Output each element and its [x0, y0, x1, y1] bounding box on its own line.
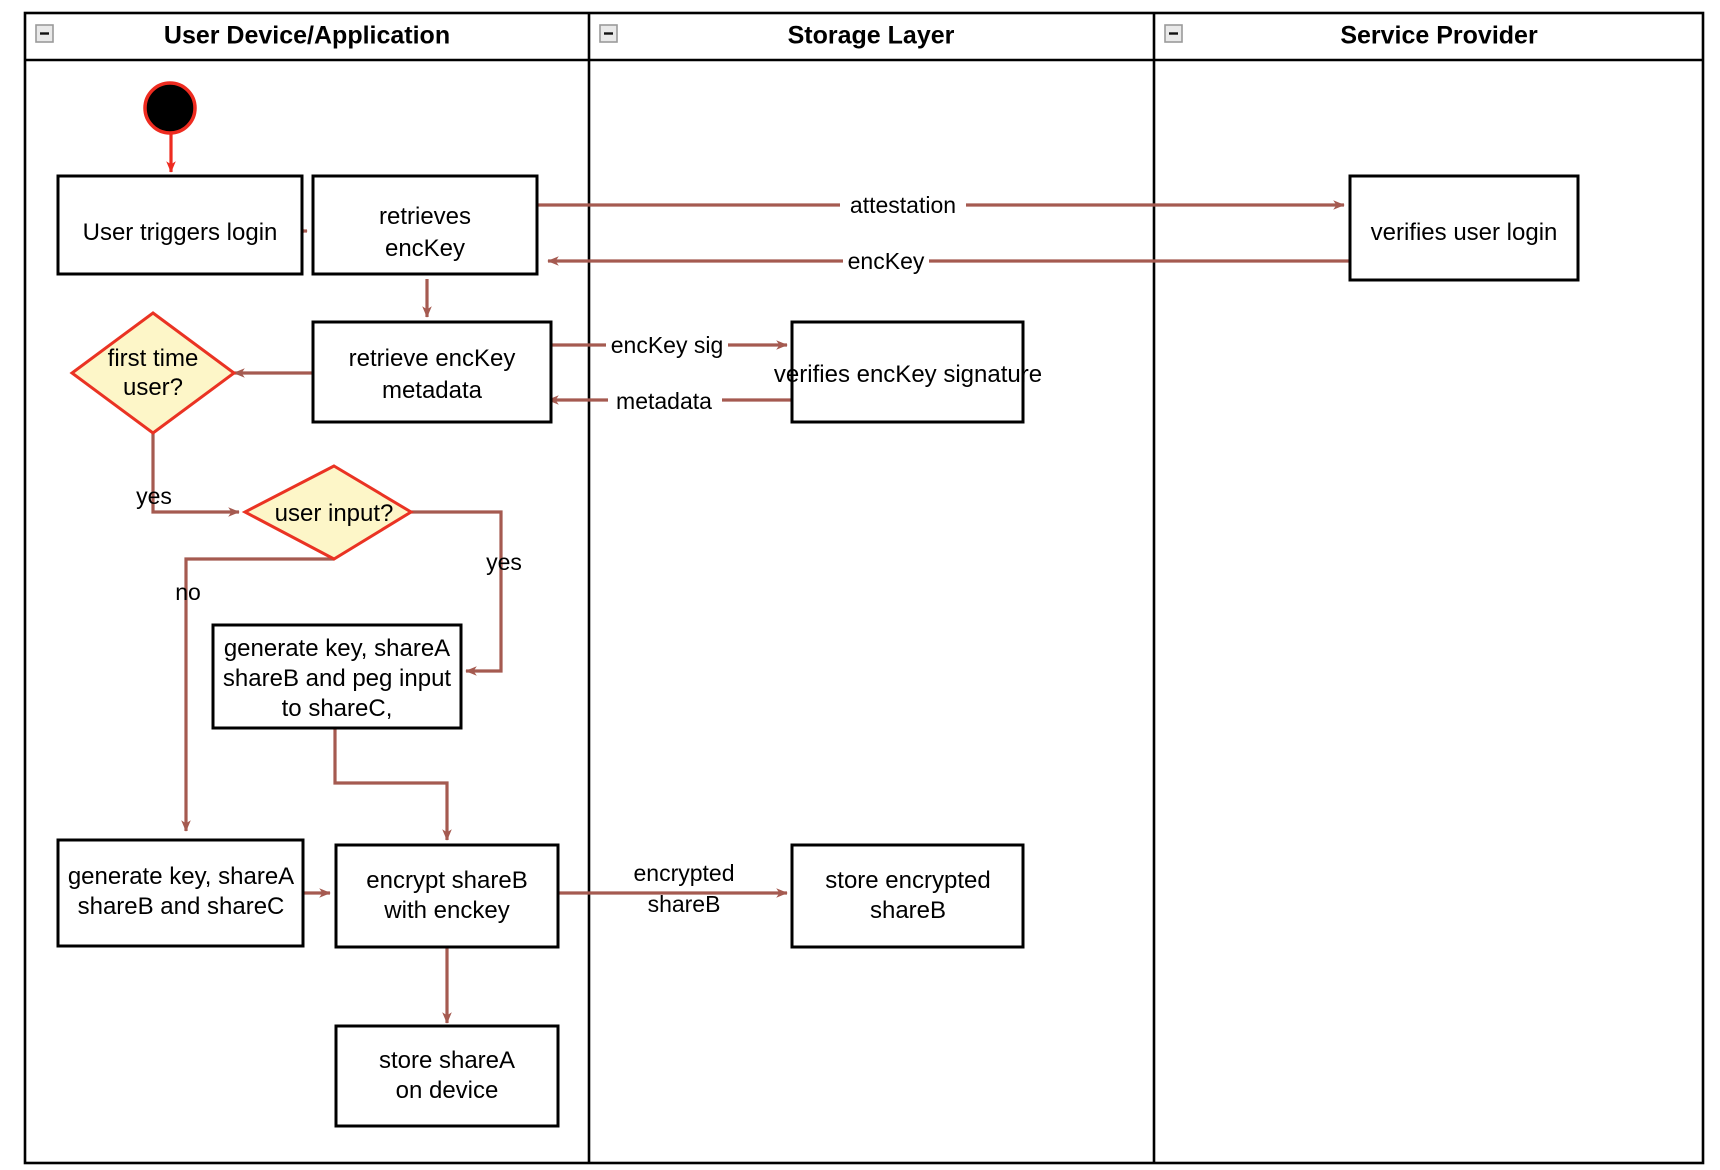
action-label-line1: generate key, shareA	[68, 863, 294, 890]
action-store-encrypted-shareb[interactable]: store encrypted shareB	[790, 843, 1025, 949]
collapse-minus-icon[interactable]	[1164, 24, 1183, 43]
action-user-triggers-login[interactable]: User triggers login	[56, 174, 304, 276]
flow-yes-to-userinput	[151, 415, 240, 517]
decision-label: user input?	[275, 500, 394, 527]
action-label-line2: shareB and shareC	[78, 893, 285, 920]
action-label: verifies user login	[1371, 219, 1558, 246]
action-label-line1: retrieves	[379, 203, 471, 230]
action-label-line2: with enckey	[383, 897, 509, 924]
action-generate-abc[interactable]: generate key, shareA shareB and shareC	[56, 838, 305, 948]
edge-label-metadata: metadata	[616, 388, 712, 414]
edge-label-attestation: attestation	[850, 192, 956, 218]
action-retrieve-enckey-metadata[interactable]: retrieve encKey metadata	[311, 320, 553, 424]
action-label: User triggers login	[83, 219, 278, 246]
edge-label-encrypted-line2: shareB	[648, 891, 721, 917]
edge-label-enckey: encKey	[848, 248, 925, 274]
edge-label-enckey-sig: encKey sig	[611, 332, 724, 358]
flow-userinput-no	[181, 557, 334, 832]
action-label-line2: on device	[396, 1077, 499, 1104]
decision-label-line2: user?	[123, 374, 183, 401]
edge-label-encrypted-line1: encrypted	[633, 860, 734, 886]
action-label-line1: encrypt shareB	[366, 867, 527, 894]
decision-label-line1: first time	[108, 345, 199, 372]
label-bg	[843, 248, 929, 274]
action-encrypt-shareb[interactable]: encrypt shareB with enckey	[334, 843, 560, 949]
collapse-minus-icon[interactable]	[599, 24, 618, 43]
edge-label-yes-first-time: yes	[136, 483, 172, 509]
collapse-minus-icon[interactable]	[35, 24, 54, 43]
action-label-line2: metadata	[382, 377, 483, 404]
action-retrieves-enckey[interactable]: retrieves encKey	[311, 174, 539, 276]
lane-title-user-device: User Device/Application	[164, 22, 450, 50]
action-generate-peg[interactable]: generate key, shareA shareB and peg inpu…	[211, 623, 463, 730]
edge-label-yes-user-input: yes	[486, 549, 522, 575]
flow-userinput-yes	[411, 510, 503, 676]
action-label-line1: generate key, shareA	[224, 635, 450, 662]
label-bg	[608, 388, 722, 414]
decision-user-input[interactable]: user input?	[241, 464, 414, 561]
action-verifies-user-login[interactable]: verifies user login	[1348, 174, 1580, 282]
action-verifies-enckey-signature[interactable]: verifies encKey signature	[774, 320, 1042, 424]
lane-title-storage: Storage Layer	[788, 22, 955, 50]
label-bg	[622, 860, 746, 886]
edge-label-no-user-input: no	[175, 579, 201, 605]
action-label-line2: shareB and peg input	[223, 665, 452, 692]
flow-peg-to-encrypt	[333, 728, 452, 841]
action-label-line2: encKey	[385, 235, 465, 262]
action-label: verifies encKey signature	[774, 361, 1042, 388]
initial-node	[143, 81, 197, 135]
action-label-line1: store encrypted	[825, 867, 990, 894]
lane-title-service-provider: Service Provider	[1340, 22, 1538, 50]
label-bg	[606, 332, 728, 358]
action-label-line2: shareB	[870, 897, 946, 924]
action-store-sharea[interactable]: store shareA on device	[334, 1024, 560, 1128]
action-label-line1: retrieve encKey	[349, 345, 516, 372]
label-bg	[840, 192, 966, 218]
action-label-line1: store shareA	[379, 1047, 515, 1074]
diagram-frame	[23, 11, 1705, 1165]
action-label-line3: to shareC,	[282, 695, 393, 722]
decision-first-time-user[interactable]: first time user?	[69, 311, 237, 435]
